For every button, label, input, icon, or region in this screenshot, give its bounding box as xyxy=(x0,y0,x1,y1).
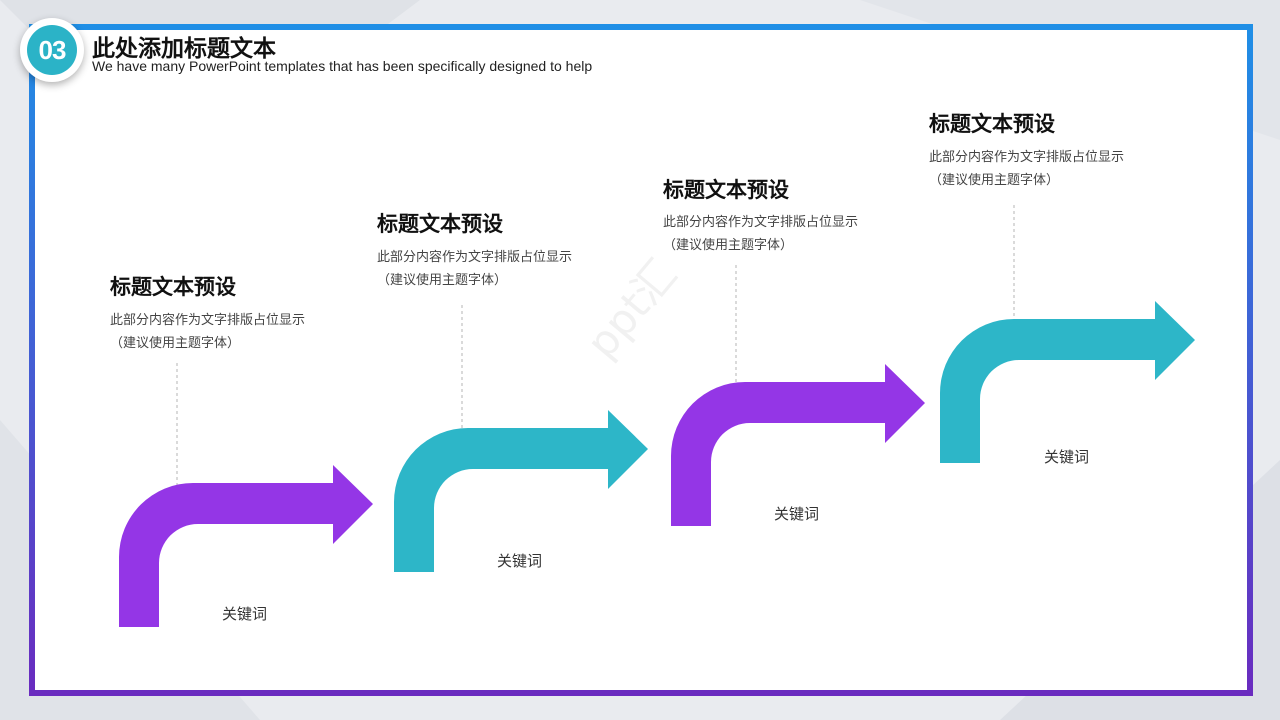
page-title: 此处添加标题文本 xyxy=(92,36,276,62)
step-2-keyword: 关键词 xyxy=(497,552,543,570)
step-4-desc-line1: 此部分内容作为文字排版占位显示 xyxy=(929,150,1125,165)
step-4-desc-line2: （建议使用主题字体） xyxy=(929,173,1060,188)
step-3-title: 标题文本预设 xyxy=(663,178,789,202)
step-4-title: 标题文本预设 xyxy=(929,112,1055,136)
page-subtitle: We have many PowerPoint templates that h… xyxy=(92,58,593,74)
step-2-title: 标题文本预设 xyxy=(377,212,503,236)
step-2-desc-line1: 此部分内容作为文字排版占位显示 xyxy=(377,250,573,265)
step-1-desc-line1: 此部分内容作为文字排版占位显示 xyxy=(110,313,306,328)
section-number: 03 xyxy=(27,25,77,75)
step-arrow-3 xyxy=(671,364,925,526)
step-arrow-4 xyxy=(940,301,1195,463)
step-3-keyword: 关键词 xyxy=(774,505,820,523)
step-3-desc-line2: （建议使用主题字体） xyxy=(663,238,794,253)
step-1-keyword: 关键词 xyxy=(222,605,268,623)
step-1-desc-line2: （建议使用主题字体） xyxy=(110,336,241,351)
step-3-desc-line1: 此部分内容作为文字排版占位显示 xyxy=(663,215,859,230)
section-number-badge: 03 xyxy=(20,18,84,82)
step-arrow-2 xyxy=(394,410,648,572)
step-1-title: 标题文本预设 xyxy=(110,275,236,299)
step-arrow-1 xyxy=(119,465,373,627)
step-4-keyword: 关键词 xyxy=(1044,448,1090,466)
step-2-desc-line2: （建议使用主题字体） xyxy=(377,273,508,288)
